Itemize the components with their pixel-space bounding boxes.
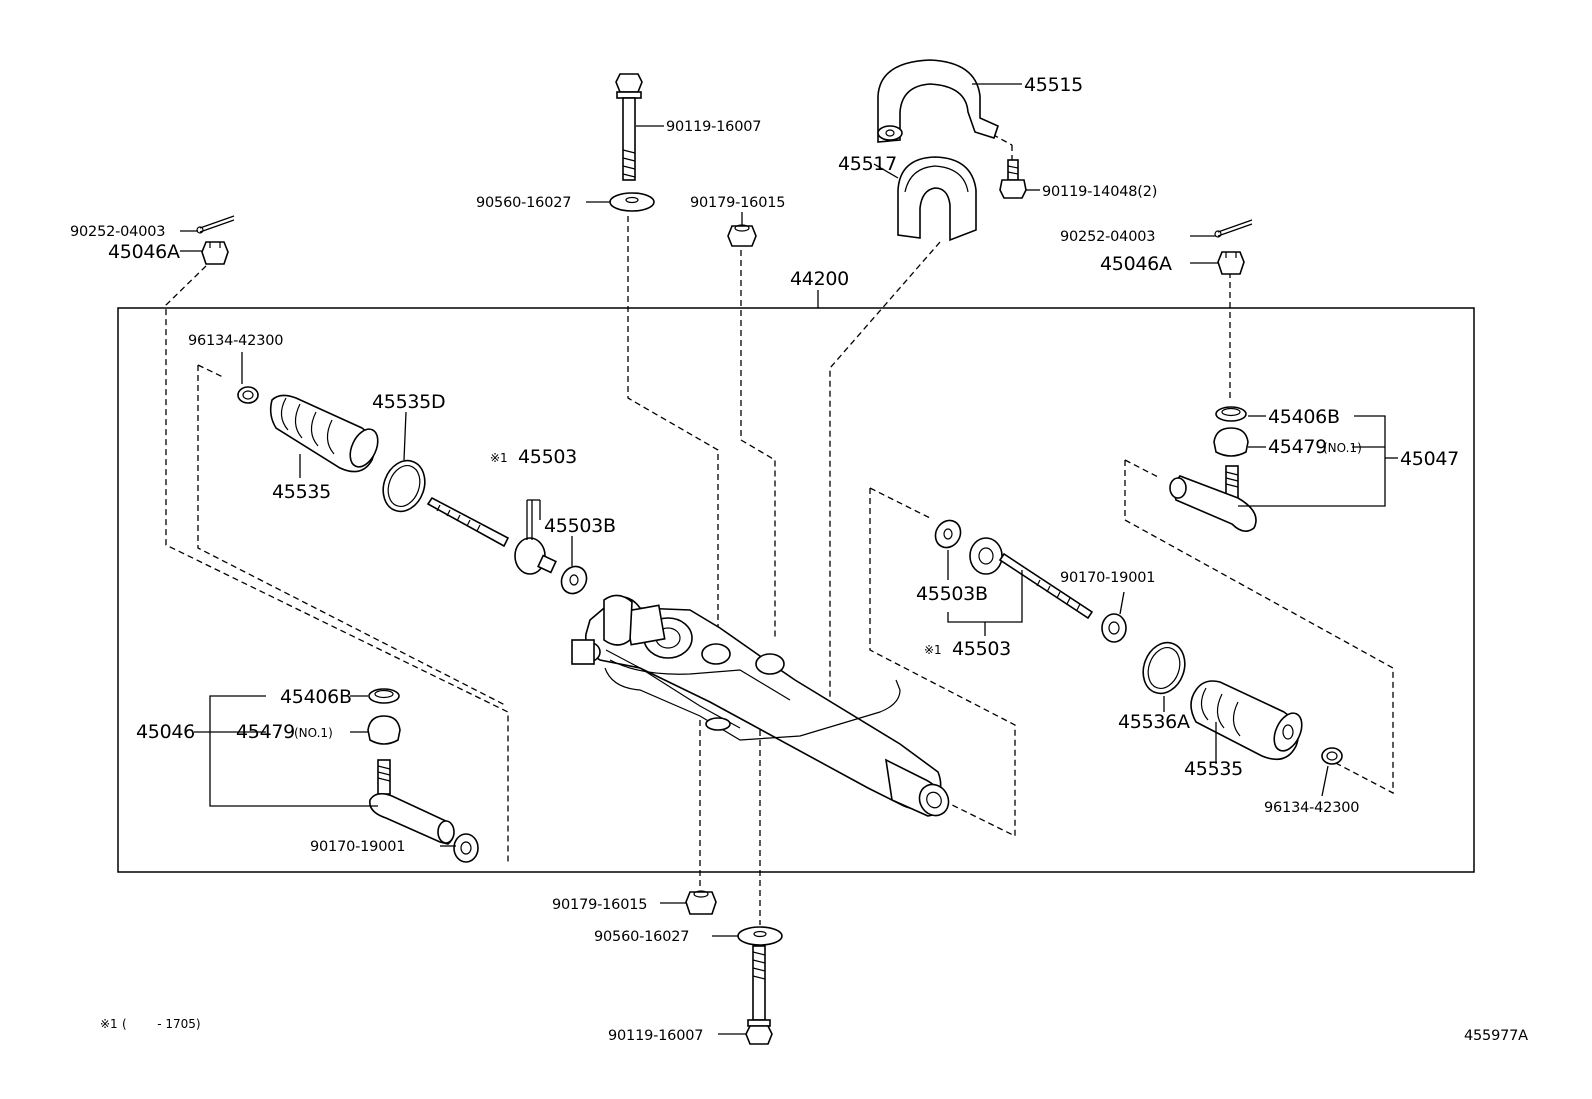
dust-cover-seal-right: [1215, 406, 1247, 422]
rack-bracket: [877, 59, 999, 143]
steering-rack-housing: [571, 594, 950, 817]
label-45503B-left: 45503B: [544, 515, 616, 537]
label-45479-left: 45479: [236, 721, 295, 743]
label-90170-19001-left: 90170-19001: [310, 839, 405, 855]
label-90119-16007-top: 90119-16007: [666, 119, 761, 135]
nut-bottom: [685, 890, 717, 915]
castle-nut-right: [1217, 251, 1245, 275]
footnote-mark: ※1: [100, 1017, 118, 1031]
label-45047: 45047: [1400, 448, 1459, 470]
label-45479-left-sub: (NO.1): [294, 726, 333, 740]
label-45046: 45046: [136, 721, 195, 743]
label-45503B-right: 45503B: [916, 583, 988, 605]
label-45479-right: 45479: [1268, 436, 1327, 458]
rack-boot-right: [1190, 680, 1303, 761]
lock-washer-right: [934, 519, 962, 549]
rack-boot-left: [269, 394, 379, 473]
diagram-id: 455977A: [1464, 1028, 1528, 1044]
label-90252-04003-right: 90252-04003: [1060, 229, 1155, 245]
leader-lines: [180, 83, 1398, 1035]
label-45406B-left: 45406B: [280, 686, 352, 708]
label-45515: 45515: [1024, 74, 1083, 96]
boot-clamp-right: [1321, 747, 1343, 765]
label-45517: 45517: [838, 153, 897, 175]
label-90170-19001-right: 90170-19001: [1060, 570, 1155, 586]
lock-nut-left: [453, 833, 479, 863]
label-44200: 44200: [790, 268, 849, 290]
cotter-pin-right: [1214, 219, 1253, 238]
label-45503-right-mark: ※1: [924, 643, 942, 657]
label-90179-16015-bottom: 90179-16015: [552, 897, 647, 913]
label-45535D: 45535D: [372, 391, 445, 413]
label-45535-right: 45535: [1184, 758, 1243, 780]
label-90119-14048: 90119-14048(2): [1042, 184, 1157, 200]
boot-cover-right: [1213, 427, 1249, 457]
label-90252-04003-left: 90252-04003: [70, 224, 165, 240]
label-90179-16015-top: 90179-16015: [690, 195, 785, 211]
label-45046A-right: 45046A: [1100, 253, 1172, 275]
label-45503-left-mark: ※1: [490, 451, 508, 465]
nut-top: [727, 224, 757, 247]
inner-tie-rod-left: [426, 496, 557, 575]
label-45406B-right: 45406B: [1268, 406, 1340, 428]
lock-nut-right: [1101, 613, 1127, 643]
bolt-top: [615, 73, 643, 181]
dust-cover-seal-left: [368, 688, 400, 704]
rack-bushing: [897, 156, 977, 242]
label-45479-right-sub: (NO.1): [1323, 441, 1362, 455]
footnote-range: ( - 1705): [122, 1017, 201, 1031]
boot-cover-left: [367, 715, 401, 745]
assembly-frame: [117, 307, 1475, 873]
bolt-bracket: [999, 159, 1027, 199]
boot-clamp-left: [237, 386, 259, 404]
label-45535-left: 45535: [272, 481, 331, 503]
part-labels: 90119-16007 90560-16027 90179-16015 4551…: [70, 74, 1459, 1044]
label-90119-16007-bottom: 90119-16007: [608, 1028, 703, 1044]
label-45046A-left: 45046A: [108, 241, 180, 263]
label-96134-42300-right: 96134-42300: [1264, 800, 1359, 816]
label-90560-16027-bottom: 90560-16027: [594, 929, 689, 945]
inner-tie-rod-right: [969, 537, 1094, 620]
label-90560-16027-top: 90560-16027: [476, 195, 571, 211]
tie-rod-end-left: [369, 759, 455, 845]
castle-nut-left: [201, 241, 229, 265]
label-45536A: 45536A: [1118, 711, 1190, 733]
boot-band-45536A: [1142, 641, 1186, 695]
label-45503-right: 45503: [952, 638, 1011, 660]
label-96134-42300-left: 96134-42300: [188, 333, 283, 349]
lock-washer-left: [560, 565, 588, 595]
label-45503-left: 45503: [518, 446, 577, 468]
cotter-pin-left: [196, 215, 235, 234]
bolt-bottom: [745, 945, 773, 1045]
tie-rod-end-right: [1169, 465, 1257, 532]
boot-band-45535D: [382, 459, 426, 513]
dashed-guides: [165, 124, 1394, 925]
